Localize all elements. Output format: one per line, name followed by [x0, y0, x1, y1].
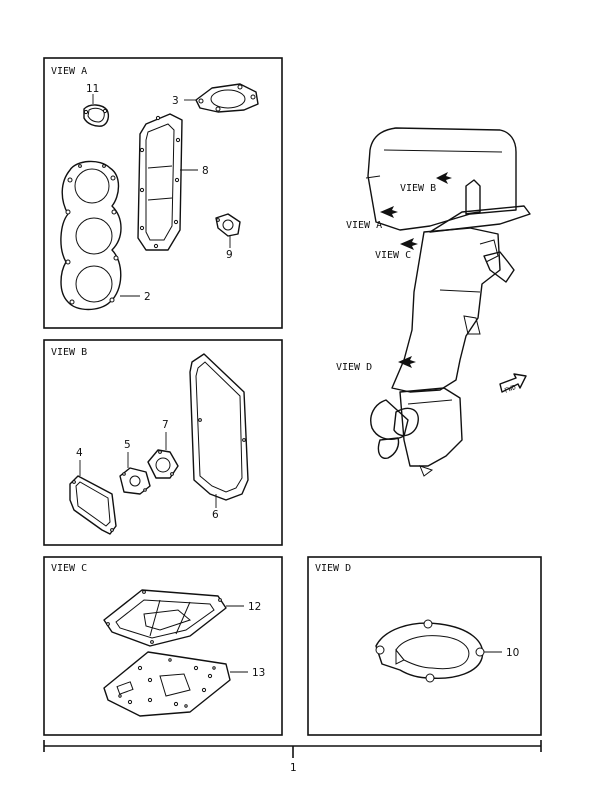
part-label-8: 8: [202, 165, 209, 177]
gasket-part-11: [83, 104, 110, 127]
part-label-11: 11: [86, 83, 99, 95]
fwd-label: FWD: [503, 383, 517, 395]
gasket-part-3: [195, 83, 259, 113]
gasket-part-9: [215, 213, 241, 237]
view-c-title: VIEW C: [51, 563, 87, 574]
gasket-part-12: [103, 589, 227, 647]
view-a-title: VIEW A: [51, 66, 87, 77]
part-label-13: 13: [252, 667, 265, 679]
part-label-5: 5: [124, 439, 131, 451]
gasket-part-6: [189, 353, 249, 501]
engine-label-view-a: VIEW A: [346, 220, 382, 231]
gasket-part-5: [119, 467, 151, 495]
view-d-panel: VIEW D 10: [307, 556, 542, 736]
part-label-2: 2: [144, 291, 151, 303]
view-c-arrow: [400, 238, 418, 250]
view-b-panel: VIEW B 6 7 5: [43, 339, 283, 546]
gasket-part-10: [375, 619, 485, 683]
part-label-9: 9: [226, 249, 233, 261]
part-label-1: 1: [290, 762, 297, 774]
engine-label-view-d: VIEW D: [336, 362, 372, 373]
view-d-arrow: [398, 356, 416, 368]
part-label-4: 4: [76, 447, 83, 459]
view-a-panel: VIEW A 11 3: [43, 57, 283, 329]
view-b-title: VIEW B: [51, 347, 87, 358]
outboard-engine-illustration: VIEW B VIEW A VIEW C VIEW D FWD: [336, 127, 531, 477]
gasket-part-4: [69, 475, 117, 535]
plate-part-13: [103, 651, 231, 717]
part-label-7: 7: [162, 419, 169, 431]
view-c-panel: VIEW C 12: [43, 556, 283, 736]
engine-label-view-c: VIEW C: [375, 250, 411, 261]
gasket-part-8: [137, 113, 183, 251]
view-b-arrow: [436, 172, 452, 184]
head-gasket-part-2: [60, 160, 122, 311]
view-d-title: VIEW D: [315, 563, 351, 574]
part-label-3: 3: [172, 95, 179, 107]
part-label-10: 10: [506, 647, 519, 659]
part-label-6: 6: [212, 509, 219, 521]
engine-label-view-b: VIEW B: [400, 183, 436, 194]
part-label-12: 12: [248, 601, 261, 613]
view-a-arrow: [380, 206, 398, 218]
group-bracket: 1: [43, 740, 542, 774]
gasket-part-7: [147, 449, 179, 479]
fwd-arrow-icon: FWD: [499, 373, 527, 395]
